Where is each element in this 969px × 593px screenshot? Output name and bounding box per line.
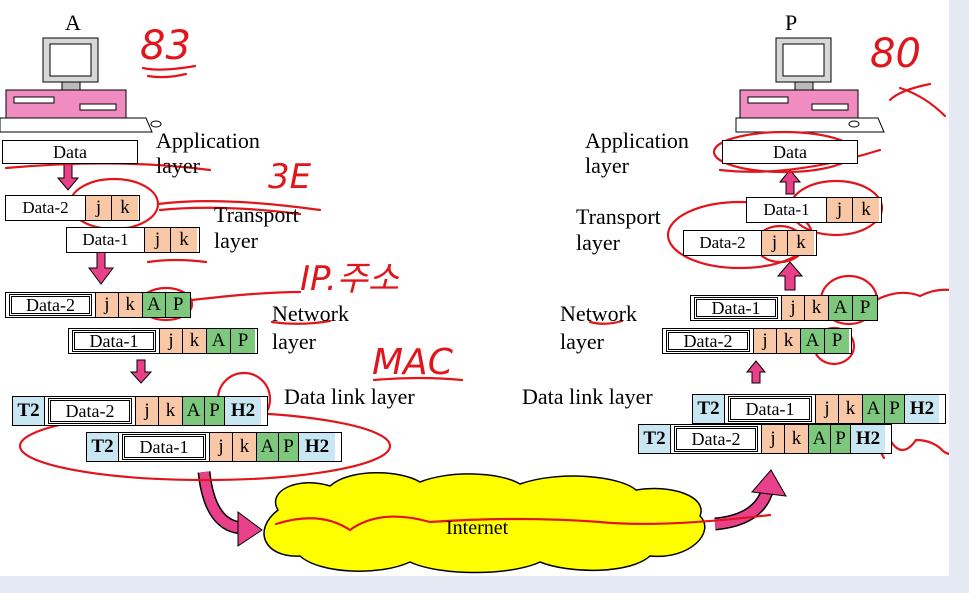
h2-cell: H2 (851, 425, 885, 453)
left-frame-1: T2 Data-1 j k A P H2 (86, 432, 342, 462)
j-cell: j (761, 425, 785, 453)
t2-cell: T2 (87, 433, 119, 461)
left-app-data: Data (2, 140, 138, 164)
right-transport-segment-2: Data-2 j k (683, 230, 817, 256)
data-1-cell: Data-1 (728, 396, 812, 422)
right-network-datagram-1: Data-1 j k A P (690, 295, 878, 321)
j-cell: j (762, 231, 788, 255)
left-down-arrows (56, 159, 153, 384)
j-cell: j (815, 395, 839, 423)
internet-cloud-icon (263, 472, 706, 574)
data-1-cell: Data-1 (72, 330, 156, 352)
a-cell: A (863, 395, 885, 423)
p-cell: P (825, 329, 849, 353)
data-2-cell: Data-2 (666, 330, 750, 352)
a-cell: A (257, 433, 279, 461)
k-cell: k (785, 425, 809, 453)
right-transport-segment-1: Data-1 j k (746, 197, 882, 223)
right-network-datagram-2: Data-2 j k A P (662, 328, 852, 354)
h2-cell: H2 (299, 433, 335, 461)
k-cell: k (171, 228, 197, 252)
right-data-link-layer-label: Data link layer (522, 384, 653, 409)
right-application-layer-label: Application layer (585, 128, 689, 179)
data-2-cell: Data-2 (48, 398, 132, 424)
data-2-cell: Data-2 (9, 294, 93, 316)
right-network-layer-label: Network layer (560, 301, 637, 354)
left-transport-segment-2: Data-2 j k (5, 195, 140, 221)
j-cell: j (827, 198, 853, 222)
k-cell: k (853, 198, 879, 222)
p-cell: P (279, 433, 299, 461)
diagram-canvas: A P Data Application layer Data-2 j k Da… (0, 0, 949, 576)
diagram-shapes (0, 37, 949, 574)
right-host-label: P (785, 10, 798, 35)
segment-annotation: 3E (268, 157, 312, 197)
ip-annotation: IP.주소 (300, 259, 400, 299)
right-up-arrows (745, 169, 804, 384)
p-cell: P (231, 329, 255, 353)
left-frame-2: T2 Data-2 j k A P H2 (12, 396, 268, 426)
h2-cell: H2 (225, 397, 261, 425)
k-cell: k (788, 231, 814, 255)
k-cell: k (159, 397, 183, 425)
j-cell: j (95, 293, 119, 317)
j-cell: j (86, 196, 112, 220)
left-host-label: A (65, 10, 81, 35)
k-cell: k (805, 296, 829, 320)
k-cell: k (183, 329, 207, 353)
j-cell: j (159, 329, 183, 353)
k-cell: k (118, 293, 143, 317)
t2-cell: T2 (693, 395, 725, 423)
data-2-cell: Data-2 (674, 426, 758, 452)
j-cell: j (781, 296, 805, 320)
h2-cell: H2 (905, 395, 939, 423)
left-network-datagram-2: Data-2 j k A P (5, 292, 191, 318)
t2-cell: T2 (13, 397, 45, 425)
a-cell: A (809, 425, 831, 453)
right-frame-1: T2 Data-1 j k A P H2 (692, 394, 946, 424)
j-cell: j (135, 397, 159, 425)
left-network-layer-label: Network layer (272, 301, 349, 354)
right-frame-2: T2 Data-2 j k A P H2 (638, 424, 892, 454)
left-computer-icon (0, 37, 162, 133)
j-cell: j (209, 433, 233, 461)
a-cell: A (207, 329, 231, 353)
left-transport-segment-1: Data-1 j k (66, 227, 200, 253)
right-port-annotation: 80 (870, 31, 921, 77)
p-cell: P (205, 397, 225, 425)
data-1-cell: Data-1 (694, 297, 778, 319)
mac-annotation: MAC (372, 342, 453, 383)
a-cell: A (142, 293, 167, 317)
data-2-cell: Data-2 (684, 231, 762, 255)
p-cell: P (166, 293, 190, 317)
right-computer-icon (735, 37, 885, 133)
p-cell: P (885, 395, 905, 423)
left-port-annotation: 83 (140, 23, 191, 69)
right-app-data: Data (722, 140, 858, 164)
j-cell: j (145, 228, 171, 252)
t2-cell: T2 (639, 425, 671, 453)
left-data-link-layer-label: Data link layer (284, 384, 415, 409)
left-network-datagram-1: Data-1 j k A P (68, 328, 258, 354)
left-transport-layer-label: Transport layer (214, 202, 299, 254)
a-cell: A (183, 397, 205, 425)
data-1-cell: Data-1 (67, 228, 145, 252)
k-cell: k (233, 433, 257, 461)
j-cell: j (753, 329, 777, 353)
data-1-cell: Data-1 (122, 434, 206, 460)
p-cell: P (853, 296, 877, 320)
p-cell: P (831, 425, 851, 453)
k-cell: k (777, 329, 801, 353)
right-transport-layer-label: Transport layer (576, 204, 661, 256)
left-application-layer-label: Application layer (156, 128, 260, 179)
data-2-cell: Data-2 (6, 196, 86, 220)
k-cell: k (839, 395, 863, 423)
internet-label: Internet (446, 517, 509, 539)
a-cell: A (829, 296, 853, 320)
data-1-cell: Data-1 (747, 198, 827, 222)
k-cell: k (112, 196, 138, 220)
a-cell: A (801, 329, 825, 353)
